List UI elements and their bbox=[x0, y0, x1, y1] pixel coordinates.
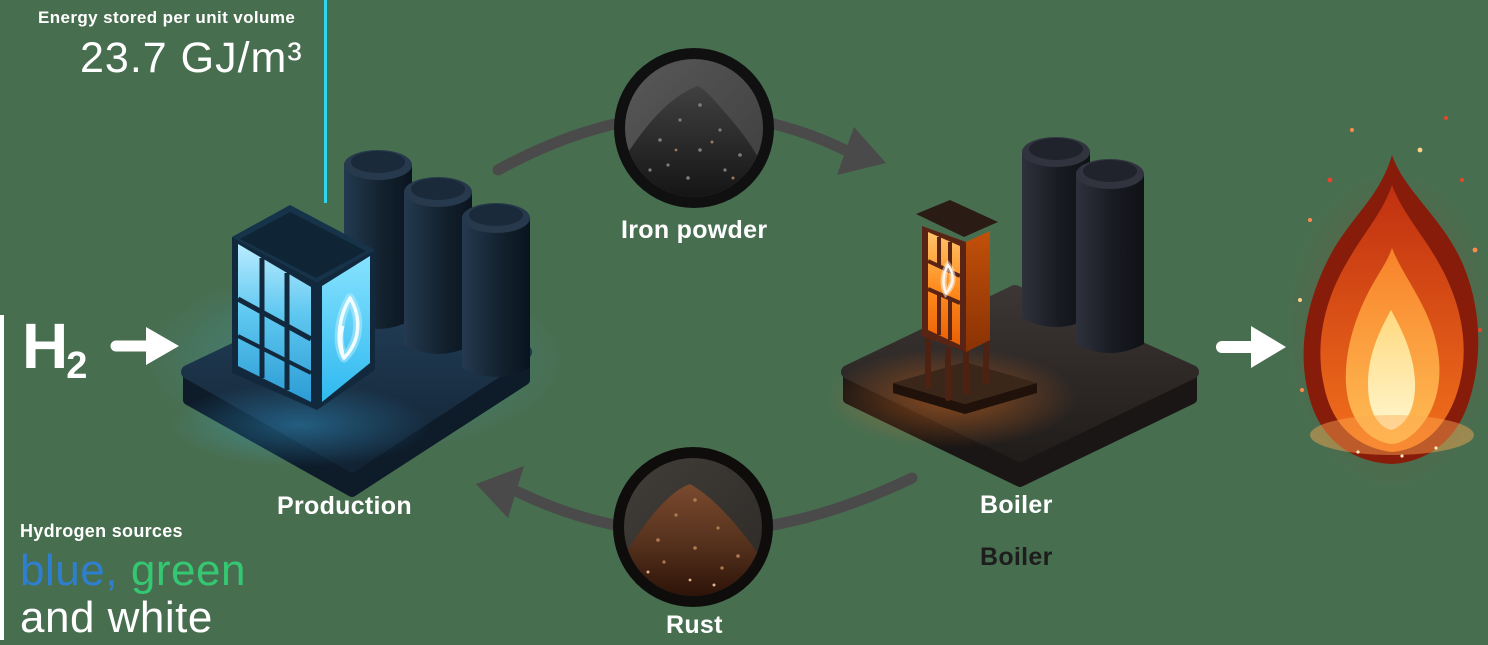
flame-arrow-icon bbox=[1216, 326, 1286, 368]
accent-line-white bbox=[0, 315, 4, 640]
hydrogen-input-symbol: H2 bbox=[22, 314, 89, 385]
hydrogen-sources-label: Hydrogen sources bbox=[20, 521, 183, 541]
iron-powder-label: Iron powder bbox=[621, 216, 768, 244]
rust-label: Rust bbox=[666, 611, 723, 639]
energy-stat-value: 23.7 GJ/m³ bbox=[80, 34, 303, 82]
cycle-arrow-top bbox=[492, 108, 886, 176]
hydrogen-sources-line2: and white bbox=[20, 593, 213, 642]
energy-stat-label: Energy stored per unit volume bbox=[38, 8, 296, 27]
boiler-tower-legs bbox=[925, 333, 989, 401]
accent-line-cyan bbox=[324, 0, 327, 203]
source-blue: blue, bbox=[20, 546, 118, 595]
flame-sparks bbox=[1298, 116, 1482, 458]
production-leaf-logo bbox=[334, 293, 363, 363]
boiler-tanks bbox=[1022, 137, 1144, 353]
production-building bbox=[232, 205, 375, 410]
boiler-pedestal bbox=[893, 362, 1037, 414]
production-tanks bbox=[344, 150, 530, 377]
boiler-tower bbox=[916, 200, 998, 352]
source-green: green bbox=[130, 546, 246, 595]
boiler-leaf-logo bbox=[940, 259, 956, 299]
boiler-label: Boiler bbox=[980, 491, 1053, 519]
hydrogen-sources-line1: blue,green bbox=[20, 546, 246, 595]
production-label: Production bbox=[277, 492, 412, 520]
h2-subscript: 2 bbox=[66, 345, 88, 388]
h2-arrow-icon bbox=[110, 327, 179, 365]
h2-symbol: H bbox=[22, 310, 69, 382]
boiler-shadow-label: Boiler bbox=[980, 543, 1053, 571]
cycle-arrow-bottom bbox=[476, 466, 918, 539]
source-white: and white bbox=[20, 593, 213, 642]
